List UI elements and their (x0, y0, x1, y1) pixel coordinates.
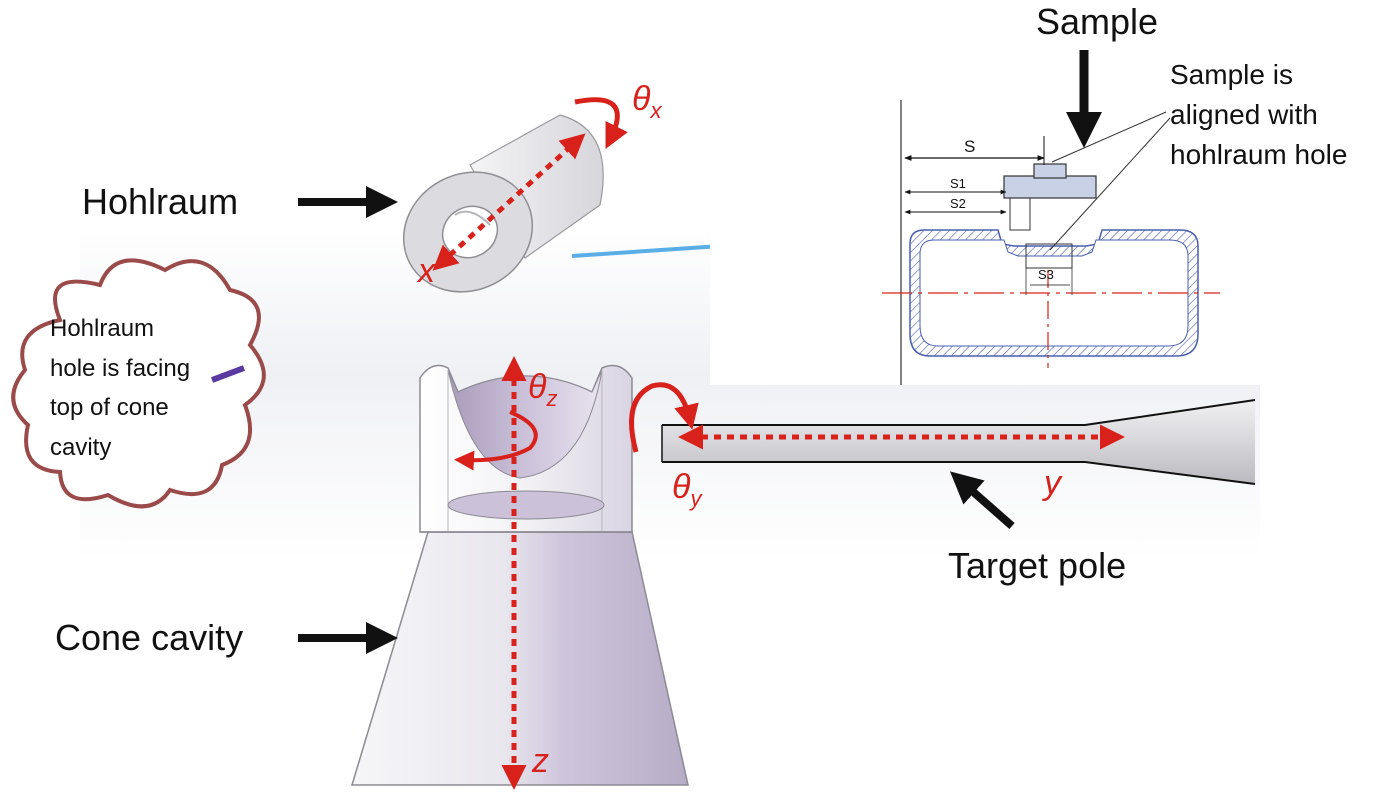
sample-label: Sample (1036, 1, 1158, 42)
theta-z-rotation-arrow (454, 410, 538, 471)
theta-y-label: θy (672, 468, 703, 511)
cloud-note-line-3: top of cone (50, 394, 169, 421)
theta-z-label: θz (528, 368, 557, 411)
theta-x-rotation-arrow (574, 97, 628, 149)
dim-s2-label: S2 (950, 196, 966, 211)
cloud-note-line-1: Hohlraum (50, 315, 154, 342)
sample-cross-section: S S1 S2 S3 (710, 50, 1400, 385)
dim-s1-label: S1 (950, 176, 966, 191)
axis-arrows (432, 97, 1125, 790)
cloud-note-line-2: hole is facing (50, 355, 190, 382)
sample-note-line-3: hohlraum hole (1170, 139, 1347, 170)
target-pole-label: Target pole (948, 545, 1126, 586)
sample-note-line-2: aligned with (1170, 99, 1318, 130)
dim-s3-label: S3 (1038, 267, 1054, 282)
x-axis-arrow (432, 133, 586, 271)
z-axis-label: z (531, 742, 549, 780)
y-axis-label: y (1042, 464, 1063, 502)
x-axis-label: x (416, 252, 436, 290)
cloud-callout: Hohlraum hole is facing top of cone cavi… (11, 258, 266, 509)
theta-x-label: θx (632, 80, 662, 123)
target-pole-pointer-arrow (949, 471, 1015, 530)
cloud-note-line-4: cavity (50, 434, 111, 461)
theta-y-rotation-arrow (629, 382, 699, 453)
dim-s-label: S (964, 137, 975, 156)
sample-note-line-1: Sample is (1170, 59, 1293, 90)
svg-text:Hohlraum hole is facing: Hohlraum hole is facing top of cone cavi… (50, 315, 197, 461)
hohlraum-label: Hohlraum (82, 181, 238, 222)
svg-text:Sample is aligned with: Sample is aligned with hohlraum hole (1170, 59, 1347, 170)
cone-cavity-label: Cone cavity (55, 617, 243, 658)
